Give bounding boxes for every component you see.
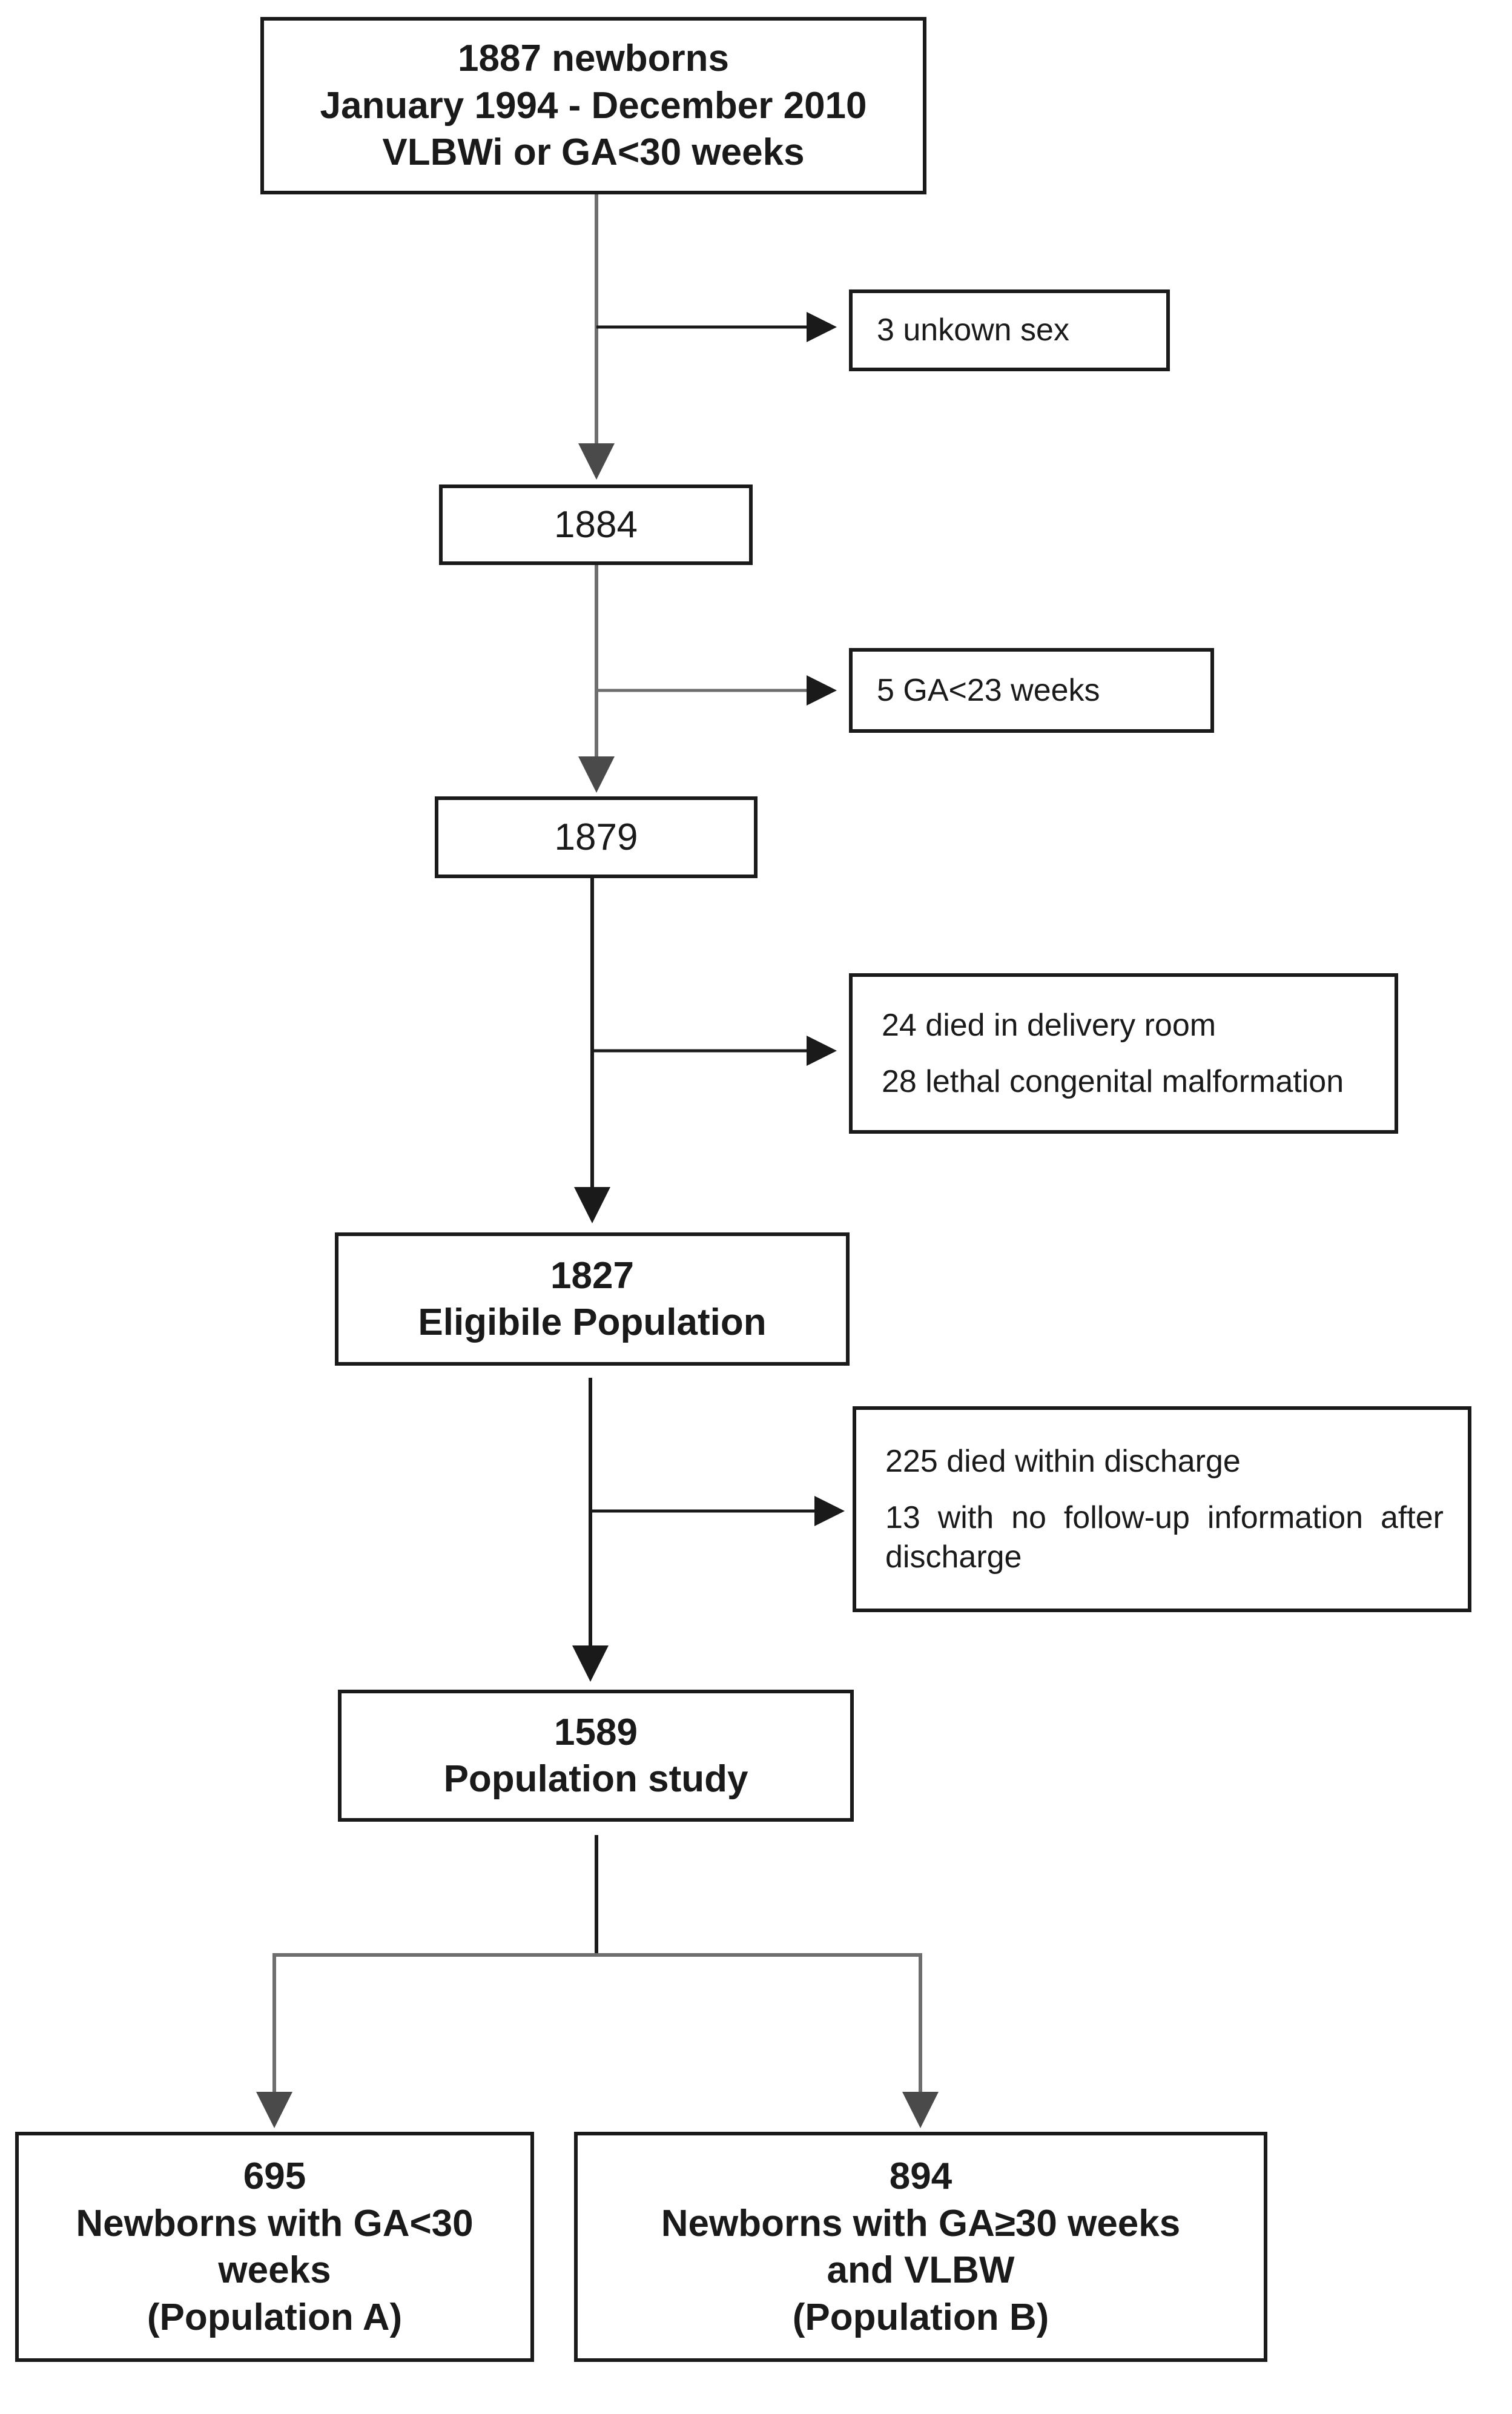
exclusion-delivery-room: 24 died in delivery room bbox=[882, 1007, 1217, 1043]
box-population-a: 695 Newborns with GA<30 weeks (Populatio… bbox=[15, 2132, 534, 2362]
box-exclusion-unknown-sex: 3 unkown sex bbox=[849, 289, 1170, 371]
population-b-count: 894 bbox=[889, 2155, 952, 2197]
exclusion-ga-under-23: 5 GA<23 weeks bbox=[877, 672, 1100, 708]
after-ga-count: 1879 bbox=[554, 816, 638, 858]
box-exclusion-discharge: 225 died within discharge 13 with no fol… bbox=[853, 1406, 1471, 1612]
population-b-line3: (Population B) bbox=[792, 2296, 1049, 2338]
initial-criteria: VLBWi or GA<30 weeks bbox=[382, 131, 805, 174]
initial-count: 1887 newborns bbox=[458, 38, 729, 80]
box-after-sex-exclusion: 1884 bbox=[439, 484, 753, 565]
box-population-study: 1589 Population study bbox=[338, 1690, 854, 1822]
population-a-line1: Newborns with GA<30 bbox=[76, 2202, 474, 2244]
box-exclusion-delivery-room: 24 died in delivery room 28 lethal conge… bbox=[849, 973, 1398, 1134]
study-count: 1589 bbox=[554, 1711, 638, 1753]
box-initial-population: 1887 newborns January 1994 - December 20… bbox=[260, 17, 926, 194]
exclusion-died-discharge: 225 died within discharge bbox=[885, 1443, 1241, 1479]
study-label: Population study bbox=[443, 1758, 748, 1800]
box-eligible-population: 1827 Eligibile Population bbox=[335, 1232, 850, 1366]
initial-period: January 1994 - December 2010 bbox=[320, 84, 867, 127]
population-a-line3: (Population A) bbox=[147, 2296, 403, 2338]
box-exclusion-ga-under-23: 5 GA<23 weeks bbox=[849, 648, 1214, 733]
exclusion-unknown-sex: 3 unkown sex bbox=[877, 312, 1069, 348]
eligible-label: Eligibile Population bbox=[418, 1301, 767, 1343]
population-b-line1: Newborns with GA≥30 weeks bbox=[661, 2202, 1181, 2244]
exclusion-no-followup: 13 with no follow-up information after d… bbox=[885, 1500, 1444, 1575]
eligible-count: 1827 bbox=[550, 1254, 634, 1297]
exclusion-malformation: 28 lethal congenital malformation bbox=[882, 1063, 1344, 1099]
population-b-line2: and VLBW bbox=[827, 2249, 1015, 2291]
population-a-line2: weeks bbox=[218, 2249, 331, 2291]
population-a-count: 695 bbox=[243, 2155, 306, 2197]
box-population-b: 894 Newborns with GA≥30 weeks and VLBW (… bbox=[574, 2132, 1267, 2362]
after-sex-count: 1884 bbox=[554, 503, 638, 546]
box-after-ga-exclusion: 1879 bbox=[435, 796, 758, 878]
